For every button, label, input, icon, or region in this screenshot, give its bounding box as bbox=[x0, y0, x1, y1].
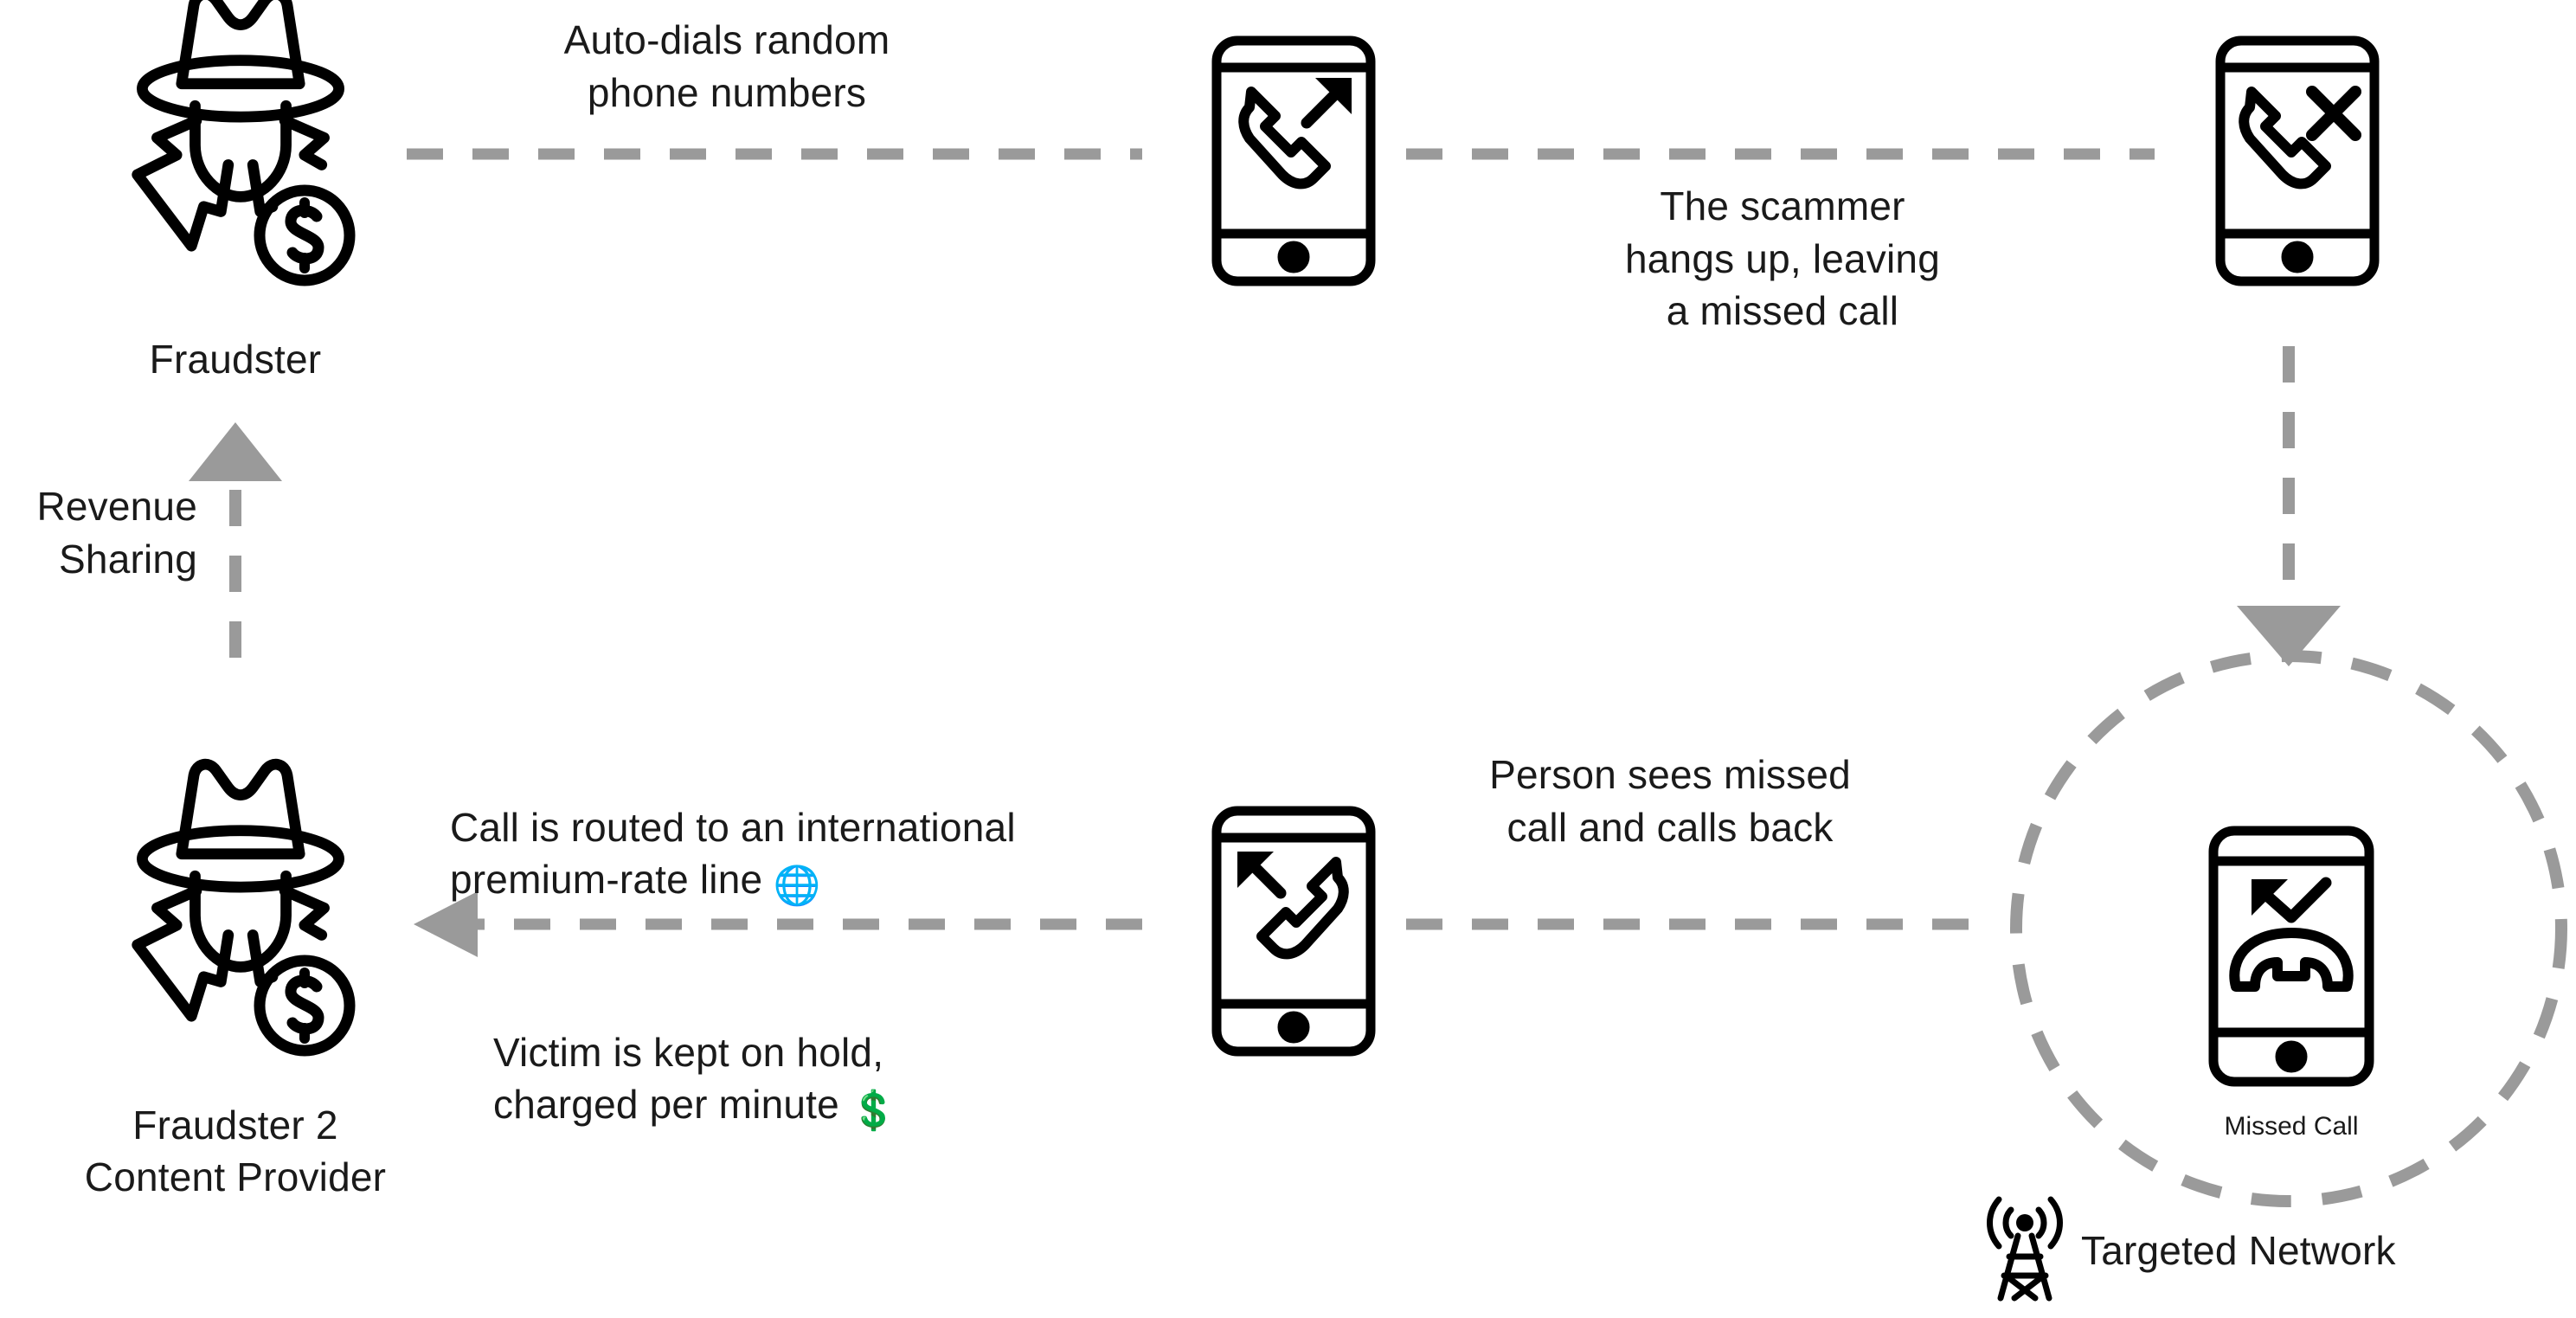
fraudster-1-label: Fraudster bbox=[149, 337, 322, 382]
fraudster-2-label-line2: Content Provider bbox=[84, 1154, 387, 1199]
fraudster-2-label-line1: Fraudster 2 bbox=[132, 1103, 338, 1148]
cell-tower-icon bbox=[1987, 1196, 2063, 1302]
globe-icon: 🌐 bbox=[762, 865, 821, 908]
edge-calls-back-label: Person sees missed call and calls back bbox=[1489, 752, 1851, 850]
fraudster-hat-money-icon bbox=[132, 0, 344, 252]
edge-kept-on-hold-text: Victim is kept on hold, charged per minu… bbox=[493, 1029, 884, 1128]
edge-hangs-up-label: The scammer hangs up, leaving a missed c… bbox=[1624, 183, 1940, 334]
phone-callback-icon bbox=[1211, 806, 1376, 1057]
edge-routed-premium-label: Call is routed to an international premi… bbox=[450, 749, 1229, 912]
edge-kept-on-hold-label: Victim is kept on hold, charged per minu… bbox=[493, 974, 1151, 1137]
phone-outgoing-call-icon bbox=[1211, 35, 1376, 286]
missed-call-caption: Missed Call bbox=[2224, 1112, 2359, 1141]
fraudster-2-coin-icon bbox=[254, 955, 356, 1057]
fraudster-coin-icon bbox=[254, 184, 356, 286]
edge-revenue-sharing-label: Revenue Sharing bbox=[36, 484, 197, 582]
targeted-network-label: Targeted Network bbox=[2081, 1228, 2396, 1273]
dollar-circle-icon: 💲 bbox=[838, 1090, 898, 1133]
edge-auto-dials-label: Auto-dials random phone numbers bbox=[563, 17, 890, 115]
phone-missed-call-icon bbox=[2208, 826, 2374, 1087]
fraudster-2-hat-money-icon bbox=[132, 758, 344, 1022]
edge-network-delivery-arrowhead bbox=[2237, 606, 2341, 666]
edge-revenue-sharing-arrowhead bbox=[189, 422, 282, 481]
edge-routed-premium-text: Call is routed to an international premi… bbox=[450, 804, 1016, 903]
phone-call-ended-icon bbox=[2215, 35, 2380, 286]
